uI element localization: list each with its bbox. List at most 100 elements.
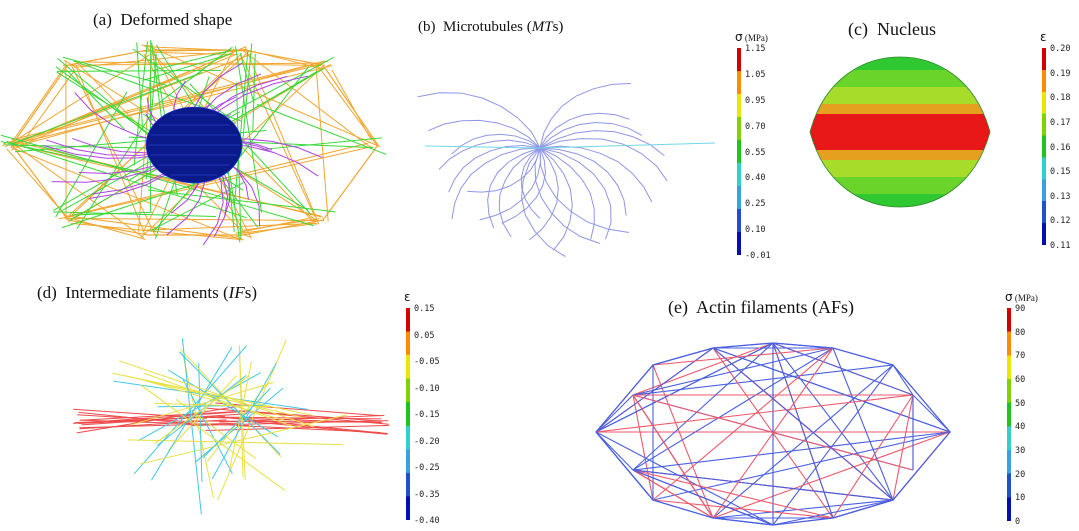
- colorbar-unit: (MPa): [1012, 293, 1038, 303]
- microtubule-path: [520, 147, 541, 219]
- panel-c-title-text: Nucleus: [876, 19, 936, 39]
- if-line: [259, 137, 383, 151]
- actin-line: [652, 431, 951, 501]
- if-line: [189, 83, 312, 216]
- actin-line: [4, 54, 151, 148]
- microtubule-path: [529, 147, 559, 241]
- colorbar-tick: 0.10: [745, 225, 766, 236]
- if-line: [205, 424, 390, 432]
- actin-line: [15, 63, 315, 147]
- if-line: [142, 53, 232, 82]
- colorbar-tick: 0.15: [414, 304, 435, 314]
- colorbar-tick: 0.95: [745, 95, 766, 106]
- actin-line: [712, 364, 894, 519]
- actin-line: [632, 394, 654, 501]
- if-line: [136, 42, 144, 130]
- colorbar-tick: 0.17: [1050, 117, 1071, 128]
- actin-line: [772, 499, 894, 526]
- colorbar-tick: 0.20: [1050, 44, 1071, 54]
- if-line: [131, 381, 274, 426]
- actin-line: [632, 469, 894, 501]
- microtubule-path: [539, 147, 612, 240]
- actin-line: [10, 146, 240, 240]
- if-line: [178, 351, 281, 455]
- colorbar-tick: 0.13: [1050, 191, 1071, 202]
- microtubules-figure: [417, 83, 716, 258]
- if-line: [252, 53, 256, 133]
- if-line: [145, 53, 157, 180]
- colorbar-label: ε: [404, 290, 411, 304]
- if-line: [256, 103, 387, 155]
- actin-line: [632, 469, 714, 519]
- panel-b-title-post: s): [552, 19, 564, 35]
- actin-line: [595, 394, 634, 433]
- actin-line: [772, 342, 914, 396]
- actin-line: [892, 394, 914, 501]
- colorbar-tick: 0.16: [1050, 142, 1071, 153]
- microtubule-path: [539, 122, 643, 149]
- colorbar-gradient: [737, 48, 741, 255]
- if-line: [154, 375, 250, 445]
- if-line: [76, 404, 247, 434]
- if-line: [140, 384, 286, 491]
- colorbar-label: σ (MPa): [735, 30, 768, 44]
- if-line: [124, 375, 304, 418]
- nucleus-body: [810, 57, 990, 207]
- microtubule-path: [424, 145, 541, 149]
- nucleus-figure: [809, 56, 991, 208]
- actin-line: [70, 64, 157, 238]
- colorbar-symbol: ε: [404, 290, 411, 304]
- nucleus-strain-band: [810, 160, 990, 177]
- if-line: [66, 69, 126, 130]
- colorbar-tick: 1.15: [745, 44, 766, 54]
- actin-line: [712, 347, 834, 519]
- if-line: [143, 372, 292, 427]
- actin-line: [244, 46, 320, 225]
- panel-e-title: (e) Actin filaments (AFs): [668, 297, 854, 318]
- actin-line: [595, 394, 914, 433]
- if-line: [226, 65, 310, 175]
- panel-d-title-pre: Intermediate filaments (: [65, 283, 229, 302]
- colorbar-symbol: σ: [1005, 290, 1013, 304]
- colorbar-tick: 40: [1015, 422, 1026, 433]
- microtubule-path: [539, 147, 573, 251]
- colorbar-gradient: [406, 308, 410, 520]
- actin-line: [235, 235, 239, 238]
- if-line: [139, 414, 348, 465]
- actin-line: [712, 347, 894, 501]
- actin-line: [62, 62, 323, 66]
- actin-line: [239, 48, 372, 149]
- if-line: [240, 43, 253, 156]
- actin-line: [147, 45, 380, 148]
- colorbar-tick: 70: [1015, 351, 1026, 362]
- if-line: [240, 410, 382, 422]
- microtubule-path: [498, 147, 541, 238]
- if-line: [11, 72, 203, 145]
- microtubule-path: [501, 147, 547, 224]
- if-line: [199, 416, 381, 424]
- colorbar-tick: 30: [1015, 446, 1026, 456]
- panel-c-title: (c) Nucleus: [848, 19, 936, 40]
- panel-d-title-post: s): [244, 283, 257, 302]
- nucleus-strain-band: [810, 194, 990, 207]
- microtubule-path: [539, 147, 630, 233]
- microtubule-path: [451, 133, 541, 155]
- colorbar-symbol: σ: [735, 30, 743, 44]
- if-line: [132, 48, 231, 119]
- if-line: [156, 374, 247, 447]
- if-line: [152, 49, 231, 72]
- colorbar-tick: 0.55: [745, 147, 766, 158]
- panel-d-label: (d): [37, 283, 57, 302]
- colorbar-tick: 0.70: [745, 121, 766, 132]
- actin-line: [772, 342, 834, 519]
- actin-line: [235, 216, 314, 234]
- nucleus-strain-band: [810, 87, 990, 104]
- if-line: [211, 362, 277, 480]
- colorbar-symbol: ε: [1040, 30, 1047, 44]
- actin-line: [595, 342, 774, 433]
- if-line: [146, 380, 287, 422]
- colorbar-tick: 20: [1015, 469, 1026, 480]
